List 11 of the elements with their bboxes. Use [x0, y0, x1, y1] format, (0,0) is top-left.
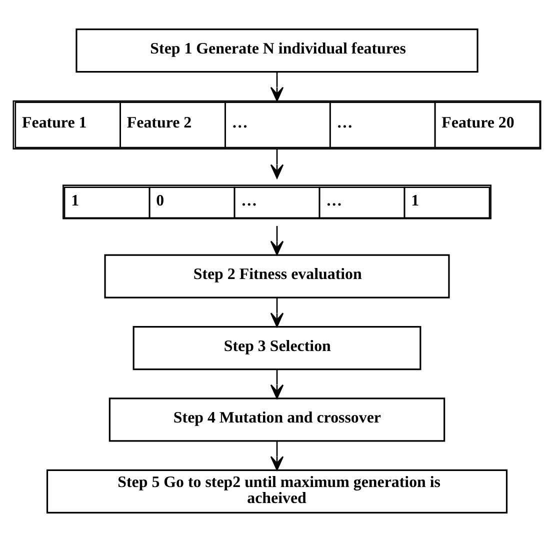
node-box: Step 3 Selection	[132, 325, 422, 370]
arrow	[270, 71, 284, 101]
arrow	[270, 440, 284, 470]
node-box: Step 1 Generate N individual features	[76, 28, 478, 72]
arrow	[270, 225, 284, 255]
node-box: Step 2 Fitness evaluation	[104, 254, 450, 298]
node-box: Step 4 Mutation and crossover	[108, 397, 446, 442]
node-box: Step 5 Go to step2 until maximum generation is acheived	[46, 468, 508, 513]
arrow	[270, 368, 284, 398]
arrow	[270, 148, 284, 178]
arrow	[270, 297, 284, 327]
